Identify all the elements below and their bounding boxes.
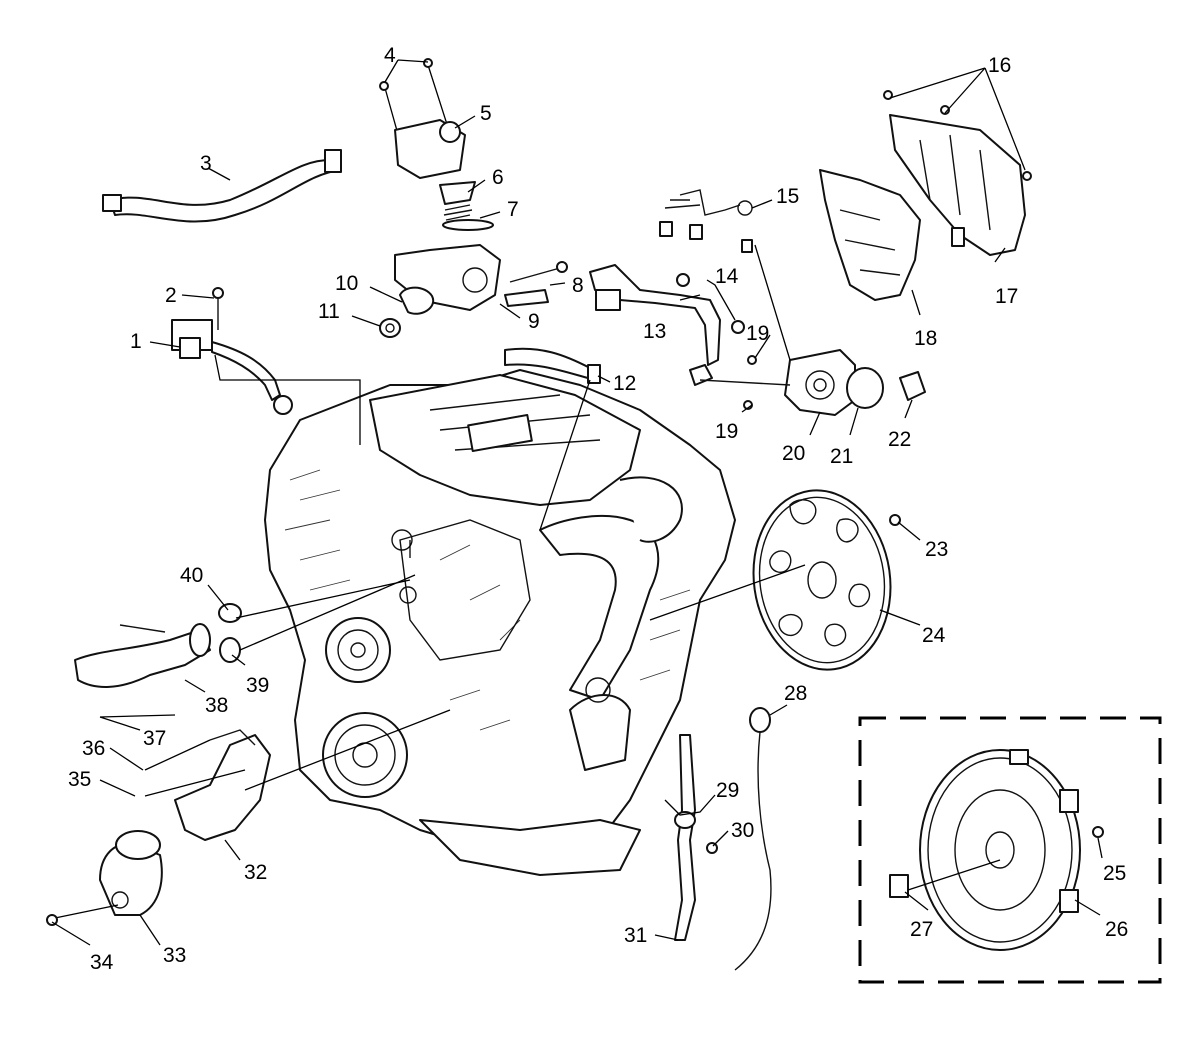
callout-12: 12 (613, 372, 636, 395)
callout-40: 40 (180, 564, 203, 587)
callout-16: 16 (988, 54, 1011, 77)
callouts: 1 2 3 4 5 6 7 8 9 10 11 12 13 14 15 16 1… (68, 44, 1128, 974)
thermostat-housing-group (379, 58, 568, 338)
callout-36: 36 (82, 737, 105, 760)
callout-9: 9 (528, 310, 540, 333)
part-20-pump (699, 349, 926, 416)
part-33-tensioner (46, 830, 163, 926)
callout-32: 32 (244, 861, 267, 884)
callout-27: 27 (910, 918, 933, 941)
engine-assembly (264, 369, 736, 876)
callout-19b: 19 (715, 420, 738, 443)
callout-11: 11 (318, 300, 340, 323)
callout-7: 7 (507, 198, 519, 221)
part-3-hose (102, 149, 342, 223)
callout-31: 31 (624, 924, 647, 947)
callout-1: 1 (130, 330, 142, 353)
callout-14: 14 (715, 265, 739, 288)
flywheel-inset (858, 716, 1162, 984)
callout-6: 6 (492, 166, 504, 189)
callout-33: 33 (163, 944, 186, 967)
part-13-14-pipe (589, 264, 745, 386)
callout-34: 34 (90, 951, 114, 974)
callout-8: 8 (572, 274, 584, 297)
callout-37: 37 (143, 727, 166, 750)
part-18-bracket (819, 169, 921, 301)
callout-18: 18 (914, 327, 937, 350)
callout-28: 28 (784, 682, 807, 705)
callout-20: 20 (782, 442, 805, 465)
callout-23: 23 (925, 538, 948, 561)
callout-4: 4 (384, 44, 396, 67)
callout-3: 3 (200, 152, 212, 175)
callout-19a: 19 (746, 322, 769, 345)
callout-39: 39 (246, 674, 269, 697)
callout-22: 22 (888, 428, 911, 451)
callout-25: 25 (1103, 862, 1126, 885)
callout-30: 30 (731, 819, 754, 842)
part-28-dipstick (674, 707, 772, 971)
part-1-sensor (171, 287, 293, 415)
callout-15: 15 (776, 185, 799, 208)
callout-29: 29 (716, 779, 739, 802)
part-32-bracket (144, 729, 271, 841)
callout-21: 21 (830, 445, 853, 468)
leader-lines (51, 59, 1103, 946)
callout-2: 2 (165, 284, 177, 307)
callout-13: 13 (643, 320, 666, 343)
part-38-pipe (74, 603, 242, 688)
callout-26: 26 (1105, 918, 1128, 941)
part-15-lines (659, 189, 753, 253)
callout-17: 17 (995, 285, 1018, 308)
callout-10: 10 (335, 272, 358, 295)
part-24-flexplate (752, 489, 901, 671)
callout-5: 5 (480, 102, 492, 125)
callout-35: 35 (68, 768, 91, 791)
part-12-hose (504, 347, 601, 384)
callout-24: 24 (922, 624, 946, 647)
callout-38: 38 (205, 694, 228, 717)
